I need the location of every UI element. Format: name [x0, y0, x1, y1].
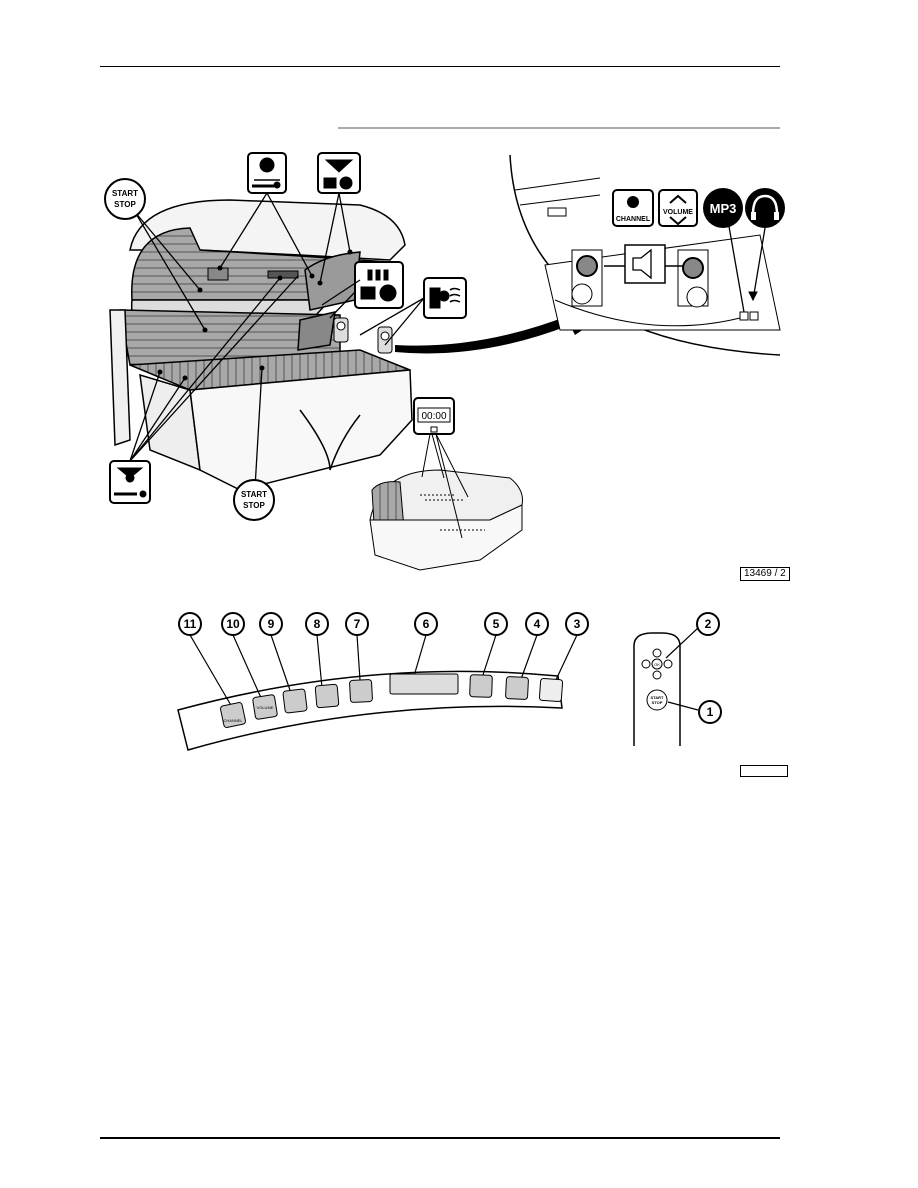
svg-text:7: 7 [354, 617, 361, 631]
svg-text:6: 6 [423, 617, 430, 631]
callout-7: 7 [345, 612, 369, 636]
svg-text:8: 8 [314, 617, 321, 631]
callout-11: 11 [178, 612, 202, 636]
remote-start-label: START [650, 695, 664, 700]
face-tanner-icon-box [317, 152, 361, 194]
headphones-icon [745, 188, 785, 228]
footer-rule [100, 1137, 780, 1139]
figure-ref-bottom [740, 765, 788, 777]
callout-1: 1 [698, 700, 722, 724]
remote-control-figure: OK START STOP 2 1 [633, 612, 722, 746]
callout-4: 4 [525, 612, 549, 636]
stop-label-top: STOP [114, 200, 136, 209]
callout-5: 5 [484, 612, 508, 636]
remote-stop-label: STOP [652, 700, 663, 705]
callout-9: 9 [259, 612, 283, 636]
small-bed [369, 469, 523, 571]
callout-2: 2 [696, 612, 720, 636]
channel-button: CHANNEL [612, 189, 654, 227]
stop-label-bottom: STOP [243, 501, 265, 510]
tanning-bed-main [109, 199, 413, 491]
channel-label-magnified: CHANNEL [616, 216, 651, 223]
callout-8: 8 [305, 612, 329, 636]
magnified-view [509, 154, 781, 356]
svg-text:2: 2 [705, 617, 712, 631]
svg-text:4: 4 [534, 617, 541, 631]
mp3-label: MP3 [710, 201, 737, 216]
svg-text:1: 1 [707, 705, 714, 719]
svg-text:5: 5 [493, 617, 500, 631]
timer-display-box: 00:00 [413, 397, 469, 539]
side-tanner-icon-box [423, 277, 467, 319]
svg-text:10: 10 [226, 617, 240, 631]
start-stop-callout-top: START STOP [104, 178, 146, 220]
svg-text:3: 3 [574, 617, 581, 631]
control-panel-figure: 11 10 9 8 7 6 5 4 3 CHANNEL VOLUME [177, 612, 589, 751]
header-rule [100, 66, 780, 67]
start-label-bottom: START [241, 490, 267, 499]
control-panel-strip [177, 670, 563, 751]
remote-ok-label: OK [654, 662, 660, 667]
volume-label-magnified: VOLUME [663, 209, 693, 216]
callout-6: 6 [414, 612, 438, 636]
bed-speakers [333, 317, 393, 354]
volume-button: VOLUME [658, 189, 698, 227]
panel-volume-label: VOLUME [257, 705, 274, 710]
mp3-badge: MP3 [703, 188, 743, 228]
callout-3: 3 [565, 612, 589, 636]
timer-digits: 00:00 [421, 411, 446, 422]
tanning-bed-figure: START STOP START STOP [104, 152, 785, 571]
svg-text:9: 9 [268, 617, 275, 631]
start-label-top: START [112, 189, 138, 198]
figure-ref-top: 13469 / 2 [740, 567, 790, 581]
section-rule [338, 127, 780, 129]
leader-lines [129, 192, 425, 489]
zoom-arrow [395, 305, 600, 354]
svg-text:11: 11 [184, 617, 197, 631]
body-cooling-icon-box [109, 460, 151, 504]
shoulder-tanner-icon-box [354, 261, 404, 309]
callout-10: 10 [221, 612, 245, 636]
panel-channel-label: CHANNEL [223, 718, 243, 723]
cooling-icon-box [247, 152, 287, 194]
start-stop-callout-bottom: START STOP [233, 479, 275, 521]
